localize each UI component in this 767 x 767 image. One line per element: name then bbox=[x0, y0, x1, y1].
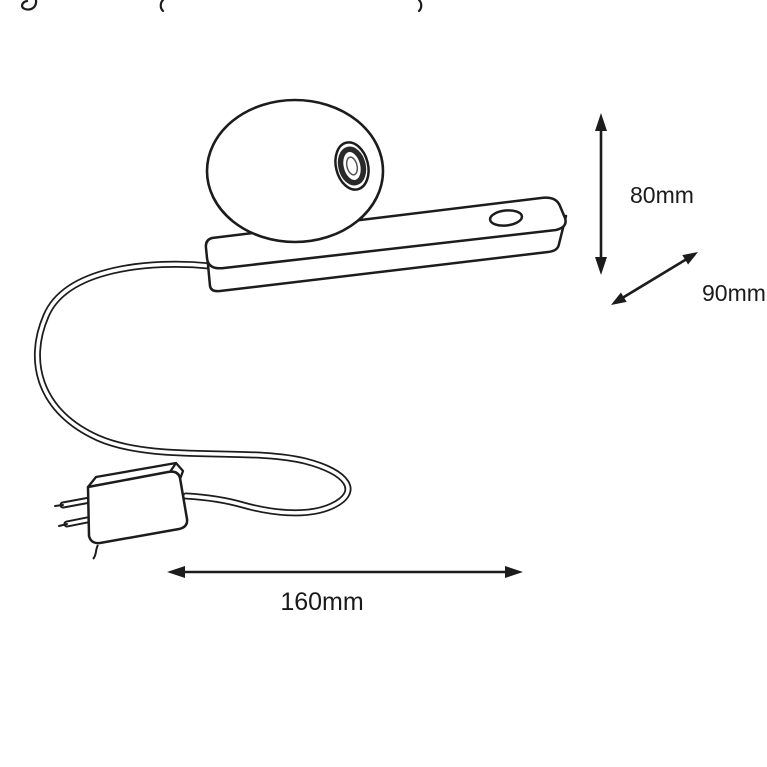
depth-arrow bbox=[611, 252, 698, 305]
base-plate-top bbox=[204, 196, 567, 270]
base-plate bbox=[204, 196, 568, 293]
depth-dimension-label: 90mm bbox=[702, 280, 766, 306]
camera-lens bbox=[334, 141, 370, 191]
width-dimension-label: 160mm bbox=[280, 588, 363, 616]
camera-head bbox=[205, 98, 385, 244]
width-arrow bbox=[167, 566, 523, 578]
height-arrow bbox=[595, 113, 607, 275]
power-adapter bbox=[54, 461, 189, 560]
height-dimension-label: 80mm bbox=[630, 182, 694, 208]
cropped-text-fragment bbox=[21, 0, 423, 13]
plug-prong bbox=[54, 496, 96, 528]
base-hole bbox=[488, 209, 524, 227]
power-cable bbox=[33, 260, 352, 517]
